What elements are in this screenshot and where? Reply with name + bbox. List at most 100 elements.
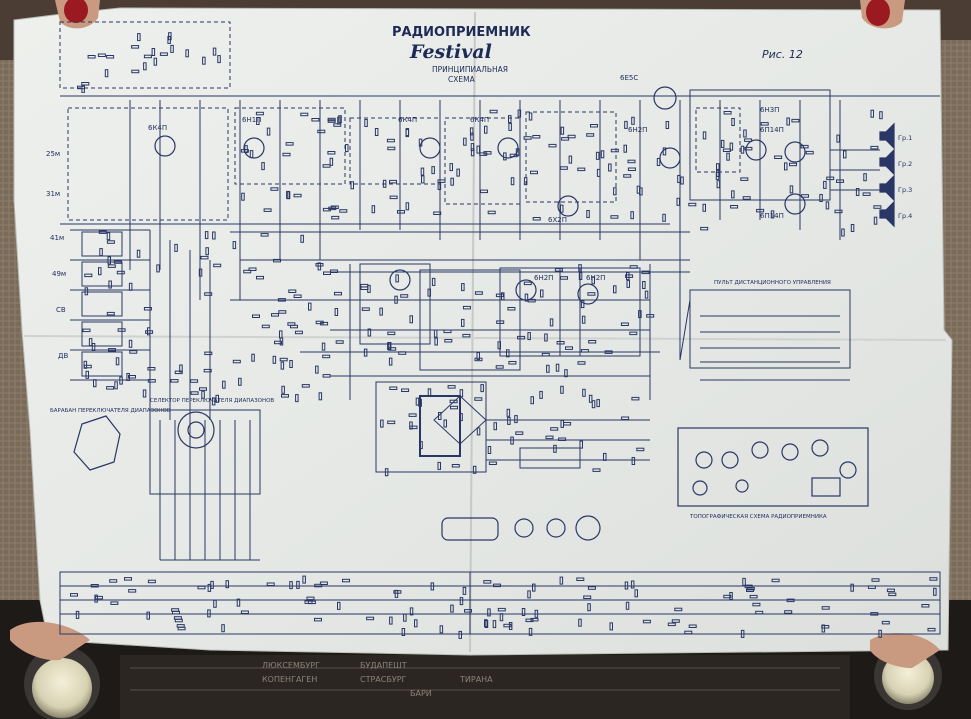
component-mark — [843, 150, 847, 159]
component-mark — [555, 363, 560, 372]
component-mark — [387, 331, 396, 336]
component-mark — [108, 348, 116, 352]
component-mark — [623, 174, 632, 178]
component-mark — [886, 588, 895, 593]
component-mark — [409, 315, 413, 324]
component-mark — [327, 151, 336, 155]
component-mark — [85, 370, 89, 379]
component-mark — [248, 267, 257, 271]
component-mark — [621, 416, 630, 420]
component-mark — [680, 176, 684, 185]
component-mark — [508, 115, 512, 124]
component-mark — [836, 179, 844, 183]
component-mark — [337, 601, 341, 610]
component-mark — [483, 151, 492, 155]
component-mark — [395, 274, 399, 283]
component-mark — [314, 583, 323, 588]
component-mark — [401, 628, 406, 636]
component-mark — [261, 324, 270, 329]
component-mark — [742, 196, 751, 200]
component-mark — [84, 287, 89, 296]
component-mark — [323, 271, 331, 275]
component-mark — [439, 625, 444, 634]
component-mark — [596, 168, 601, 177]
component-mark — [630, 580, 635, 589]
component-mark — [146, 611, 150, 620]
component-mark — [393, 590, 402, 594]
component-mark — [87, 55, 96, 59]
component-mark — [836, 134, 840, 143]
component-mark — [443, 329, 452, 334]
component-mark — [345, 144, 349, 153]
component-mark — [109, 579, 118, 583]
component-mark — [179, 364, 183, 373]
component-mark — [463, 137, 467, 146]
component-mark — [642, 619, 651, 624]
component-mark — [427, 288, 431, 297]
component-mark — [212, 47, 217, 56]
dial-city: ТИРАНА — [459, 675, 493, 684]
component-mark — [322, 374, 331, 378]
component-mark — [784, 162, 788, 171]
component-mark — [507, 307, 516, 311]
component-mark — [177, 626, 186, 631]
component-mark — [604, 350, 613, 354]
tube-icon — [784, 193, 806, 215]
component-mark — [461, 318, 465, 327]
component-mark — [631, 116, 635, 125]
component-mark — [493, 422, 497, 431]
component-mark — [327, 117, 336, 122]
component-mark — [881, 620, 890, 625]
component-mark — [503, 623, 512, 628]
tuning-dial-scale: ЛЮКСЕМБУРГ КОПЕНГАГЕН БУДАПЕШТ СТРАСБУРГ… — [262, 661, 493, 698]
component-mark — [131, 45, 140, 49]
component-mark — [156, 264, 160, 273]
component-mark — [207, 609, 211, 618]
component-mark — [427, 388, 432, 397]
component-mark — [94, 595, 103, 600]
component-mark — [674, 607, 683, 612]
component-mark — [730, 205, 739, 209]
component-mark — [172, 610, 180, 615]
component-mark — [671, 619, 680, 623]
component-mark — [630, 211, 634, 220]
component-mark — [541, 352, 550, 357]
component-mark — [263, 208, 272, 212]
component-mark — [289, 581, 293, 590]
component-mark — [113, 260, 122, 264]
component-mark — [317, 262, 322, 271]
component-mark — [462, 333, 471, 338]
component-mark — [434, 337, 438, 346]
component-mark — [444, 339, 453, 343]
tube-label: 6П14П — [760, 126, 784, 134]
component-mark — [488, 461, 497, 465]
component-mark — [170, 44, 174, 53]
component-mark — [841, 228, 845, 237]
component-mark — [744, 584, 753, 589]
component-mark — [770, 210, 775, 219]
component-mark — [476, 352, 480, 361]
schematic-subtitle: СХЕМА — [448, 75, 476, 84]
speaker-icon — [879, 122, 895, 150]
component-mark — [116, 270, 125, 275]
component-mark — [499, 613, 504, 622]
brand-logo: Festival — [409, 41, 492, 63]
component-mark — [274, 340, 282, 345]
component-mark — [867, 585, 876, 589]
component-mark — [302, 575, 306, 584]
component-mark — [204, 351, 213, 356]
component-mark — [438, 412, 442, 420]
component-mark — [487, 446, 492, 454]
component-mark — [613, 285, 617, 294]
component-mark — [578, 618, 582, 627]
holding-hands — [10, 0, 940, 668]
component-mark — [322, 207, 331, 212]
component-mark — [532, 217, 541, 221]
component-mark — [202, 56, 206, 65]
component-mark — [213, 599, 217, 608]
component-mark — [409, 607, 414, 616]
component-mark — [319, 581, 328, 585]
component-mark — [740, 629, 745, 638]
component-mark — [610, 215, 619, 219]
drum-switch-diagram — [73, 411, 215, 471]
